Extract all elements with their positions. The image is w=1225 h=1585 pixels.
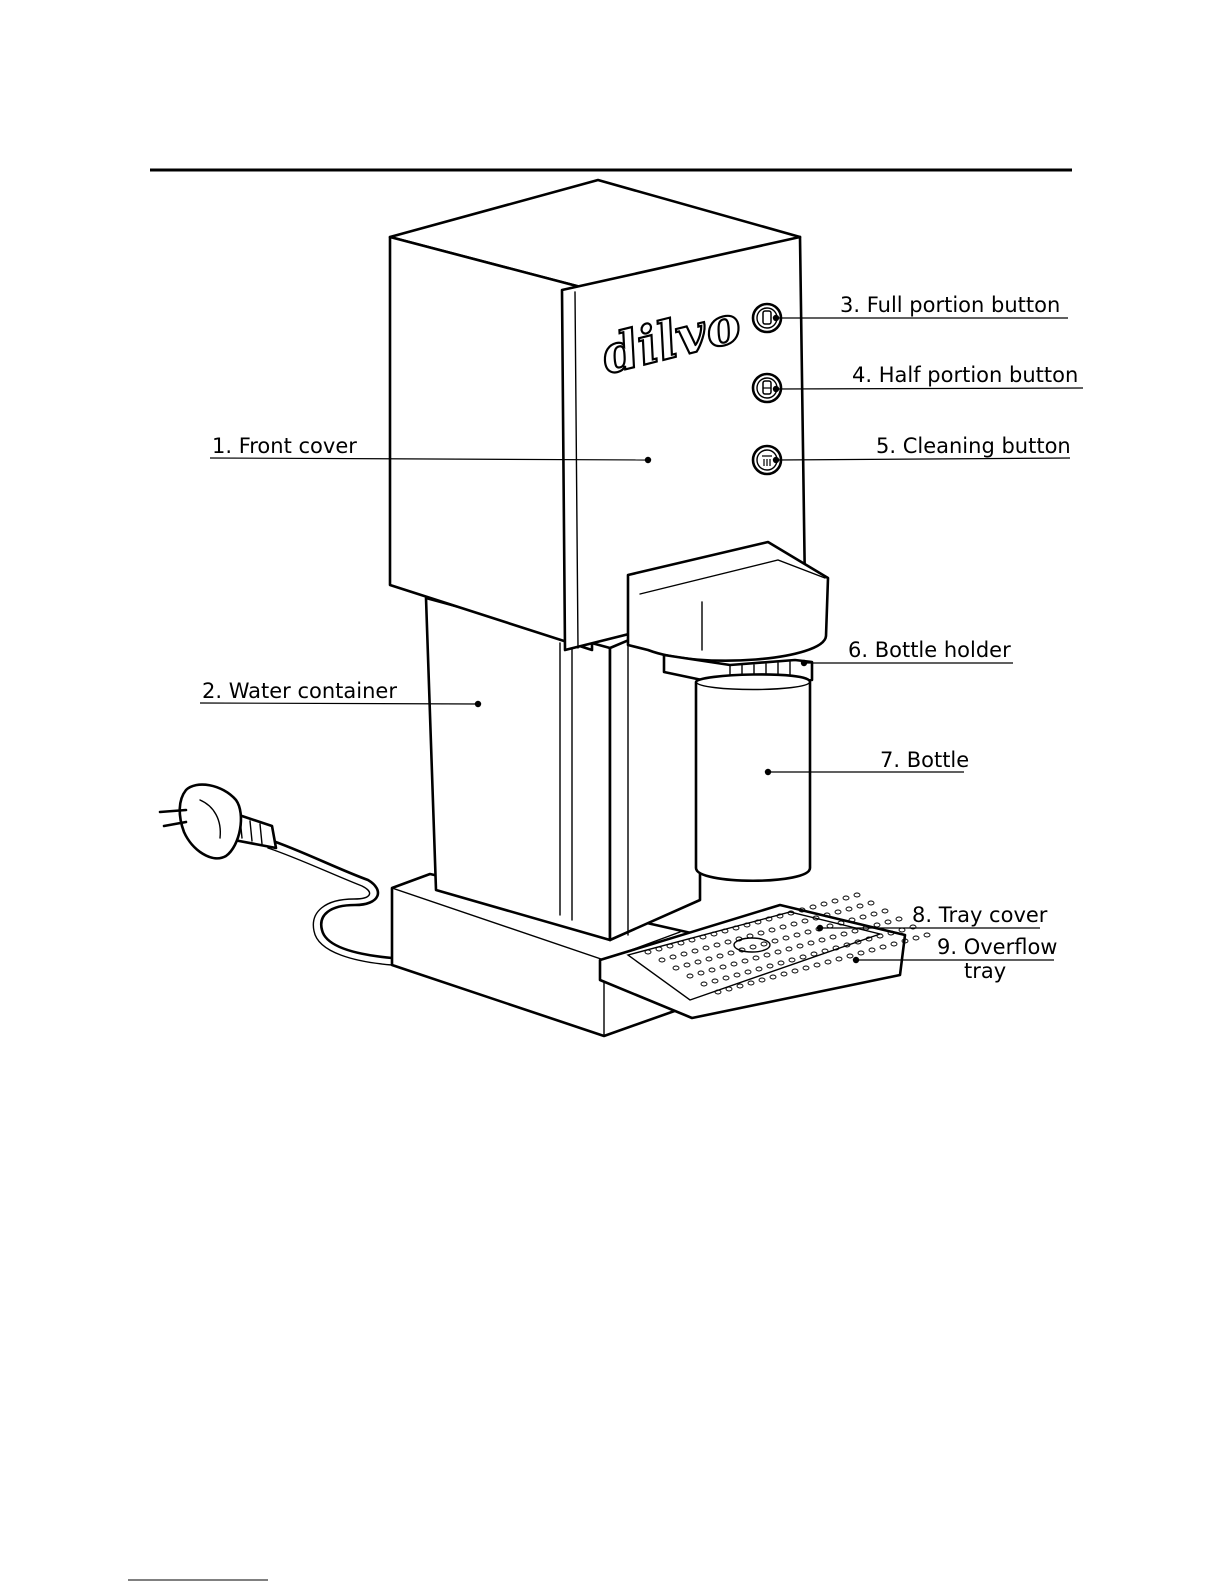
tray-hole — [896, 917, 902, 921]
tray-hole — [871, 912, 877, 916]
tray-hole — [810, 905, 816, 909]
water-container — [426, 598, 610, 940]
tray-hole — [835, 910, 841, 914]
tray-hole — [860, 915, 866, 919]
tray-hole — [843, 896, 849, 900]
tray-hole — [885, 920, 891, 924]
tray-hole — [924, 933, 930, 937]
label-water-container: 2. Water container — [202, 679, 397, 703]
label-front-cover: 1. Front cover — [212, 434, 357, 458]
bottle — [696, 674, 810, 880]
tray-hole — [868, 901, 874, 905]
tray-hole — [854, 893, 860, 897]
label-half-portion-button: 4. Half portion button — [852, 363, 1078, 387]
tray-hole — [821, 902, 827, 906]
tray-hole — [832, 899, 838, 903]
label-bottle-holder: 6. Bottle holder — [848, 638, 1011, 662]
power-cord-icon — [160, 785, 392, 965]
tray-hole — [846, 907, 852, 911]
tray-hole — [913, 936, 919, 940]
label-bottle: 7. Bottle — [880, 748, 969, 772]
label-overflow-tray: 9. Overflow — [937, 935, 1057, 959]
label-tray-cover: 8. Tray cover — [912, 903, 1048, 927]
tray-hole — [882, 909, 888, 913]
label-cleaning-button: 5. Cleaning button — [876, 434, 1071, 458]
label-overflow-tray-line2: tray — [964, 959, 1006, 983]
tray-hole — [874, 923, 880, 927]
label-full-portion-button: 3. Full portion button — [840, 293, 1060, 317]
tray-hole — [857, 904, 863, 908]
